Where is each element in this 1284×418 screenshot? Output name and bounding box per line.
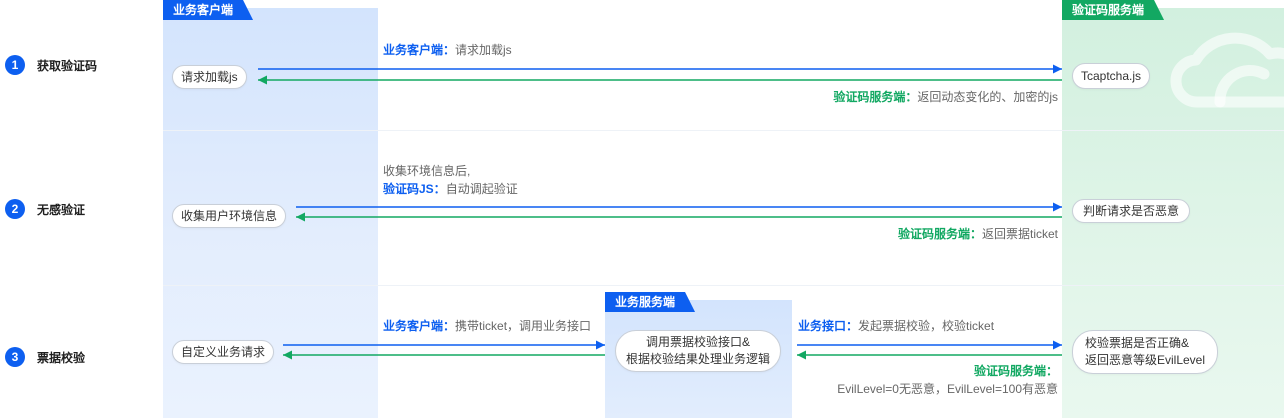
- actor-captcha-server: 验证码服务端：: [973, 364, 1058, 378]
- node-line: 调用票据校验接口&: [646, 335, 751, 349]
- cloud-icon: [1170, 32, 1284, 108]
- label-text: 返回票据ticket: [981, 227, 1058, 241]
- captcha-server-lane-header: 验证码服务端: [1062, 0, 1164, 20]
- label-text: 携带ticket，调用业务接口: [455, 319, 592, 333]
- node-call-ticket-verify: 调用票据校验接口& 根据校验结果处理业务逻辑: [615, 330, 782, 372]
- node-line: 返回恶意等级EvilLevel: [1085, 353, 1206, 367]
- cloud-outline: [1170, 32, 1284, 108]
- node-tcaptcha-js: Tcaptcha.js: [1072, 63, 1151, 89]
- step-title: 票据校验: [37, 350, 86, 365]
- step-2: 2 无感验证: [5, 199, 85, 219]
- step-number: 3: [5, 347, 25, 367]
- label-text: 返回动态变化的、加密的js: [917, 90, 1058, 104]
- label-collect-env-note: 收集环境信息后,: [383, 164, 471, 178]
- actor-biz-api: 业务接口：: [798, 319, 859, 333]
- label-captcha-return-ticket: 验证码服务端：返回票据ticket: [898, 227, 1058, 241]
- actor-captcha-server: 验证码服务端：: [833, 90, 918, 104]
- node-request-load-js: 请求加载js: [172, 65, 247, 89]
- row-divider: [163, 285, 1284, 286]
- step-title: 无感验证: [37, 202, 86, 217]
- label-client-request-js: 业务客户端：请求加载js: [383, 43, 512, 57]
- label-client-call-biz-api: 业务客户端：携带ticket，调用业务接口: [383, 319, 591, 333]
- node-line: 根据校验结果处理业务逻辑: [626, 352, 771, 366]
- actor-captcha-server: 验证码服务端：: [897, 227, 982, 241]
- node-line: 校验票据是否正确&: [1085, 336, 1190, 350]
- actor-client: 业务客户端：: [383, 319, 456, 333]
- label-biz-api-verify-ticket: 业务接口：发起票据校验，校验ticket: [798, 319, 994, 333]
- step-number: 2: [5, 199, 25, 219]
- cloud-inner-curve: [1214, 65, 1270, 108]
- step-number: 1: [5, 55, 25, 75]
- node-judge-malicious: 判断请求是否恶意: [1072, 199, 1191, 223]
- label-captcha-return-evillevel: EvilLevel=0无恶意，EvilLevel=100有恶意: [837, 382, 1058, 396]
- biz-server-lane-header: 业务服务端: [605, 292, 695, 312]
- actor-captcha-js: 验证码JS：: [383, 182, 446, 196]
- label-captcha-evillevel-actor: 验证码服务端：: [974, 364, 1058, 378]
- step-1: 1 获取验证码: [5, 55, 97, 75]
- label-text: 自动调起验证: [445, 182, 518, 196]
- step-3: 3 票据校验: [5, 347, 85, 367]
- step-title: 获取验证码: [37, 58, 98, 73]
- actor-client: 业务客户端：: [383, 43, 456, 57]
- row-divider: [163, 130, 1284, 131]
- node-custom-biz-request: 自定义业务请求: [172, 340, 275, 364]
- label-captcha-return-js: 验证码服务端：返回动态变化的、加密的js: [833, 90, 1058, 104]
- label-text: 请求加载js: [455, 43, 512, 57]
- node-verify-ticket-evillevel: 校验票据是否正确& 返回恶意等级EvilLevel: [1072, 330, 1219, 374]
- label-text: 发起票据校验，校验ticket: [858, 319, 995, 333]
- node-collect-user-env: 收集用户环境信息: [172, 204, 287, 228]
- label-captcha-js-auto-verify: 验证码JS：自动调起验证: [383, 182, 518, 196]
- client-lane-header: 业务客户端: [163, 0, 253, 20]
